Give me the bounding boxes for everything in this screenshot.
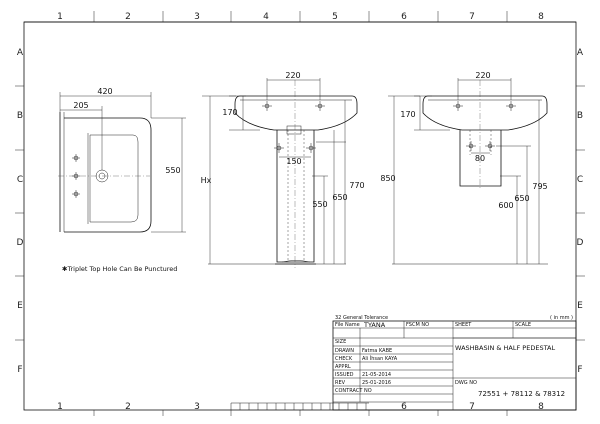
title-block — [332, 320, 577, 411]
zone-row-d-right: D — [577, 238, 584, 248]
front-view — [202, 78, 358, 268]
dwg-no-label: DWG NO — [455, 380, 477, 386]
zone-row-f-right: F — [577, 365, 582, 375]
left-zone-labels: A B C D E F — [17, 48, 24, 375]
side-80-dim: 80 — [475, 154, 485, 163]
zone-row-b: B — [17, 111, 23, 121]
side-holes-dim: 220 — [475, 71, 490, 80]
zone-col-3-bottom: 3 — [194, 402, 200, 412]
right-zone-labels: A B C D E F — [577, 48, 584, 375]
sheet-label: SHEET — [455, 322, 472, 328]
bottom-ruler — [230, 402, 369, 410]
zone-row-e-right: E — [577, 301, 583, 311]
file-name-value: TYANA — [363, 321, 386, 329]
zone-row-c: C — [17, 175, 23, 185]
zone-col-1-bottom: 1 — [57, 402, 63, 412]
zone-col-5: 5 — [332, 12, 338, 22]
zone-col-3: 3 — [194, 12, 200, 22]
drawing-title: WASHBASIN & HALF PEDESTAL — [455, 344, 555, 352]
half-pedestal-view — [388, 78, 548, 265]
issued-value: 21-05-2014 — [362, 372, 391, 378]
front-pedestal-dim: 150 — [286, 157, 301, 166]
rev-label: REV — [335, 380, 346, 386]
file-name-label: File Name — [335, 322, 360, 328]
zone-col-6: 6 — [401, 12, 407, 22]
title-block-text: 32 General Tolerance ( in mm ) File Name… — [335, 315, 573, 398]
front-650-dim: 650 — [332, 193, 347, 202]
zone-row-e: E — [17, 301, 23, 311]
check-label: CHECK — [335, 356, 353, 362]
tolerance-label: 32 General Tolerance — [335, 315, 388, 321]
plan-view — [58, 92, 186, 233]
drawn-value: Fatma KABE — [362, 348, 392, 354]
check-value: Ali İhsan KAYA — [362, 355, 398, 362]
zone-col-2-bottom: 2 — [125, 402, 131, 412]
zone-col-7-bottom: 7 — [469, 402, 475, 412]
zone-col-4: 4 — [263, 12, 269, 22]
zone-row-a: A — [17, 48, 24, 58]
plan-width-dim: 420 — [97, 87, 112, 96]
zone-col-2: 2 — [125, 12, 131, 22]
front-770-dim: 770 — [349, 181, 364, 190]
drawn-label: DRAWN — [335, 348, 354, 354]
side-600-dim: 600 — [498, 201, 513, 210]
issued-label: ISSUED — [335, 372, 354, 378]
zone-row-f: F — [17, 365, 22, 375]
side-650-dim: 650 — [514, 194, 529, 203]
puncture-note: ✱Triplet Top Hole Can Be Punctured — [62, 265, 177, 273]
side-795-dim: 795 — [532, 182, 547, 191]
front-550-dim: 550 — [312, 200, 327, 209]
fscm-label: FSCM NO — [406, 322, 429, 328]
contract-label: CONTRACT NO — [335, 388, 372, 394]
zone-row-d: D — [17, 238, 24, 248]
bottom-zone-labels: 1 2 3 6 7 8 — [57, 402, 544, 412]
zone-row-b-right: B — [577, 111, 583, 121]
zone-row-c-right: C — [577, 175, 583, 185]
rev-value: 25-01-2016 — [362, 380, 391, 386]
zone-row-a-right: A — [577, 48, 584, 58]
scale-label: SCALE — [515, 322, 531, 328]
front-holes-dim: 220 — [285, 71, 300, 80]
zone-col-6-bottom: 6 — [401, 402, 407, 412]
zone-col-8: 8 — [538, 12, 544, 22]
plan-half-dim: 205 — [73, 101, 88, 110]
dwg-no-value: 72551 + 78112 & 78312 — [478, 390, 565, 398]
front-basin-height-dim: 170 — [222, 108, 237, 117]
front-hx-dim: Hx — [201, 176, 212, 185]
size-label: SIZE — [335, 339, 346, 345]
zone-col-7: 7 — [469, 12, 475, 22]
side-850-dim: 850 — [380, 174, 395, 183]
top-zone-labels: 1 2 3 4 5 6 7 8 — [57, 12, 544, 22]
unit-label: ( in mm ) — [550, 315, 573, 321]
plan-depth-dim: 550 — [165, 166, 180, 175]
zone-col-1: 1 — [57, 12, 63, 22]
zone-col-8-bottom: 8 — [538, 402, 544, 412]
side-basin-height-dim: 170 — [400, 110, 415, 119]
apprl-label: APPRL — [335, 364, 351, 370]
